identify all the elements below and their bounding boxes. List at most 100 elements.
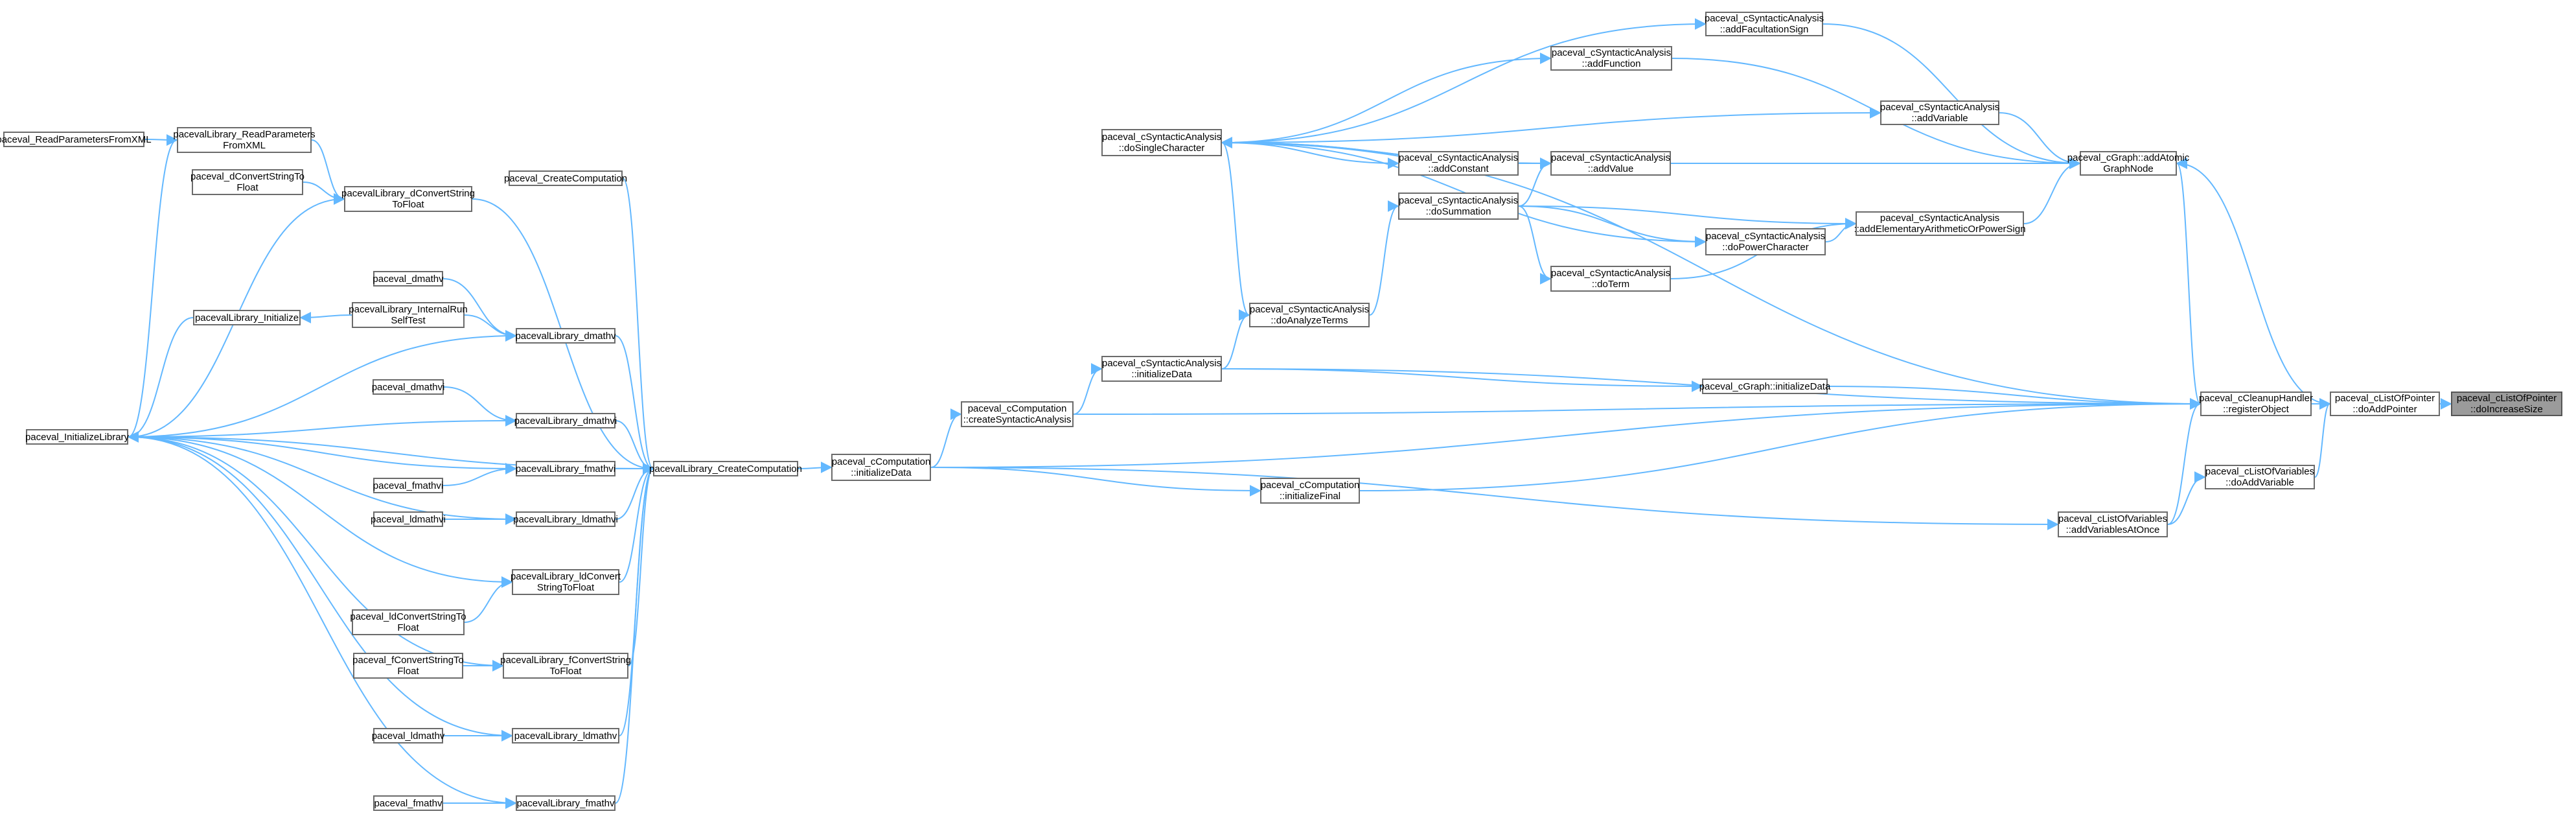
edge-n35-n23	[615, 420, 654, 474]
edge-n39-n23	[615, 463, 654, 520]
node-paceval-clistofvariables-doaddvariable[interactable]: paceval_cListOfVariables ::doAddVariable	[2205, 465, 2315, 489]
edge-n32-n33	[443, 278, 517, 342]
edge-n29-n40	[128, 436, 513, 588]
edge-n13-n10	[1518, 205, 1857, 229]
node-pacevallibrary-initialize[interactable]: pacevalLibrary_Initialize	[193, 310, 301, 325]
node-paceval-csyntacticanalysis-doanalyzeterms[interactable]: paceval_cSyntacticAnalysis ::doAnalyzeTe…	[1249, 303, 1370, 327]
node-paceval-cgraph-addatomicgraphnode[interactable]: paceval_cGraph::addAtomic GraphNode	[2067, 151, 2190, 176]
edge-n11-n12	[1221, 142, 1399, 169]
edge-n18-n4	[1827, 386, 2202, 410]
edge-n30-n29	[127, 317, 194, 443]
node-paceval-readparametersfromxml[interactable]: paceval_ReadParametersFromXML	[0, 132, 152, 147]
node-pacevallibrary-dconvertstringtofloat[interactable]: pacevalLibrary_dConvertString ToFloat	[341, 186, 475, 212]
node-pacevallibrary-ldconvertstringtofloat[interactable]: pacevalLibrary_ldConvert StringToFloat	[511, 569, 621, 595]
node-paceval-dconvertstringtofloat[interactable]: paceval_dConvertStringTo Float	[190, 169, 305, 195]
edge-n13-n14	[1518, 205, 1707, 248]
node-paceval-fmathvi[interactable]: paceval_fmathvi	[373, 478, 443, 493]
node-paceval-csyntacticanalysis-addelementaryarithmeticorpowersign[interactable]: paceval_cSyntacticAnalysis ::addElementa…	[1854, 211, 2026, 236]
edge-n24-n23	[622, 178, 654, 474]
edge-n16-n11	[1221, 137, 1250, 316]
edge-n4-n3	[2176, 158, 2201, 404]
node-paceval-dmathv[interactable]: paceval_dmathv	[373, 271, 444, 287]
edge-n33-n23	[615, 335, 654, 474]
edge-n19-n17	[1073, 363, 1103, 415]
edge-n31-n30	[299, 311, 352, 323]
edge-n13-n15	[1518, 205, 1552, 285]
node-paceval-ccomputation-initializefinal[interactable]: paceval_cComputation ::initializeFinal	[1260, 478, 1360, 504]
node-paceval-dmathvi[interactable]: paceval_dmathvi	[372, 379, 444, 395]
edge-n11-n6	[1221, 18, 1707, 143]
edge-n22-n4	[2167, 398, 2202, 525]
node-paceval-csyntacticanalysis-dopowercharacter[interactable]: paceval_cSyntacticAnalysis ::doPowerChar…	[1705, 228, 1826, 255]
node-paceval-clistofpointer-doincreasesize[interactable]: paceval_cListOfPointer ::doIncreaseSize	[2451, 392, 2562, 416]
node-paceval-csyntacticanalysis-addfunction[interactable]: paceval_cSyntacticAnalysis ::addFunction	[1550, 46, 1672, 71]
node-paceval-clistofpointer-doaddpointer[interactable]: paceval_cListOfPointer ::doAddPointer	[2330, 392, 2440, 416]
edge-n11-n4	[1221, 142, 2202, 410]
node-paceval-csyntacticanalysis-addvariable[interactable]: paceval_cSyntacticAnalysis ::addVariable	[1880, 100, 2000, 125]
edge-n14-n11	[1221, 137, 1706, 242]
node-paceval-csyntacticanalysis-dosinglecharacter[interactable]: paceval_cSyntacticAnalysis ::doSingleCha…	[1101, 129, 1222, 156]
edge-n19-n4	[1073, 398, 2202, 415]
edge-n29-n35	[128, 415, 517, 438]
edge-n20-n21	[930, 467, 1261, 497]
node-paceval-initializelibrary[interactable]: paceval_InitializeLibrary	[25, 429, 129, 445]
node-pacevallibrary-fmathvi[interactable]: pacevalLibrary_fmathvi	[516, 461, 615, 476]
edge-n11-n7	[1221, 53, 1552, 143]
edge-n36-n37	[443, 463, 517, 486]
edge-n13-n9	[1518, 158, 1552, 207]
node-pacevallibrary-dmathv[interactable]: pacevalLibrary_dmathv	[515, 328, 616, 344]
node-paceval-ldmathvi[interactable]: paceval_ldmathvi	[371, 511, 446, 527]
node-paceval-ccomputation-createsyntacticanalysis[interactable]: paceval_cComputation ::createSyntacticAn…	[961, 401, 1074, 427]
edge-n29-n33	[128, 330, 517, 438]
edge-n29-n47	[128, 436, 517, 809]
node-paceval-cgraph-initializedata[interactable]: paceval_cGraph::initializeData	[1699, 379, 1830, 394]
edge-n20-n22	[930, 467, 2059, 530]
edge-n47-n23	[615, 463, 654, 804]
edge-n29-n37	[128, 436, 517, 474]
node-paceval-csyntacticanalysis-doterm[interactable]: paceval_cSyntacticAnalysis ::doTerm	[1550, 266, 1671, 292]
edge-n17-n16	[1221, 309, 1250, 369]
node-paceval-ccomputation-initializedata[interactable]: paceval_cComputation ::initializeData	[831, 454, 931, 481]
node-paceval-csyntacticanalysis-addvalue[interactable]: paceval_cSyntacticAnalysis ::addValue	[1550, 151, 1671, 176]
node-pacevallibrary-ldmathvi[interactable]: pacevalLibrary_ldmathvi	[513, 511, 618, 527]
node-paceval-csyntacticanalysis-addfacultationsign[interactable]: paceval_cSyntacticAnalysis ::addFacultat…	[1704, 12, 1824, 36]
edge-n6-n3	[1823, 23, 2081, 169]
edge-n29-n45	[128, 436, 513, 742]
node-paceval-createcomputation[interactable]: paceval_CreateComputation	[504, 170, 627, 186]
node-paceval-csyntacticanalysis-dosummation[interactable]: paceval_cSyntacticAnalysis ::doSummation	[1398, 193, 1519, 220]
node-paceval-csyntacticanalysis-addconstant[interactable]: paceval_cSyntacticAnalysis ::addConstant	[1398, 151, 1519, 176]
node-pacevallibrary-ldmathv[interactable]: pacevalLibrary_ldmathv	[512, 728, 619, 743]
edge-n20-n4	[930, 398, 2202, 468]
edge-n29-n26	[128, 134, 178, 438]
edge-n41-n40	[464, 576, 513, 623]
node-paceval-ccleanuphandler-registerobject[interactable]: paceval_cCleanupHandler ::registerObject	[2199, 392, 2313, 416]
node-paceval-csyntacticanalysis-initializedata[interactable]: paceval_cSyntacticAnalysis ::initializeD…	[1101, 356, 1222, 382]
node-pacevallibrary-fmathv[interactable]: pacevalLibrary_fmathv	[516, 795, 615, 811]
node-paceval-fconvertstringtofloat[interactable]: paceval_fConvertStringTo Float	[352, 653, 464, 679]
edge-n14-n10	[1825, 218, 1857, 242]
node-pacevallibrary-readparametersfromxml[interactable]: pacevalLibrary_ReadParameters FromXML	[173, 127, 316, 153]
edge-n22-n5	[2167, 471, 2206, 525]
edge-n17-n18	[1221, 368, 1703, 392]
edge-n29-n43	[128, 436, 504, 672]
node-paceval-fmathv[interactable]: paceval_fmathv	[373, 795, 443, 811]
edge-n16-n13	[1369, 200, 1399, 316]
node-pacevallibrary-createcomputation[interactable]: pacevalLibrary_CreateComputation	[649, 461, 802, 476]
edge-n3-n2	[2176, 163, 2331, 410]
edge-n20-n19	[930, 408, 962, 468]
edge-n5-n2	[2314, 398, 2331, 478]
edge-n21-n4	[1359, 398, 2202, 491]
edge-n31-n33	[464, 314, 517, 342]
edge-n10-n3	[2023, 158, 2081, 224]
node-paceval-ldconvertstringtofloat[interactable]: paceval_ldConvertStringTo Float	[350, 609, 466, 635]
edge-n11-n8	[1221, 107, 1881, 143]
edge-n34-n35	[443, 386, 517, 427]
edge-n23-n20	[798, 462, 833, 474]
node-paceval-clistofvariables-addvariablesatonce[interactable]: paceval_cListOfVariables ::addVariablesA…	[2058, 511, 2168, 537]
node-pacevallibrary-fconvertstringtofloat[interactable]: pacevalLibrary_fConvertString ToFloat	[500, 653, 631, 679]
node-pacevallibrary-internalrunselftest[interactable]: pacevalLibrary_InternalRun SelfTest	[349, 302, 468, 328]
edge-n7-n3	[1672, 58, 2081, 169]
node-paceval-ldmathv[interactable]: paceval_ldmathv	[372, 728, 444, 743]
node-pacevallibrary-dmathvi[interactable]: pacevalLibrary_dmathvi	[514, 413, 617, 428]
